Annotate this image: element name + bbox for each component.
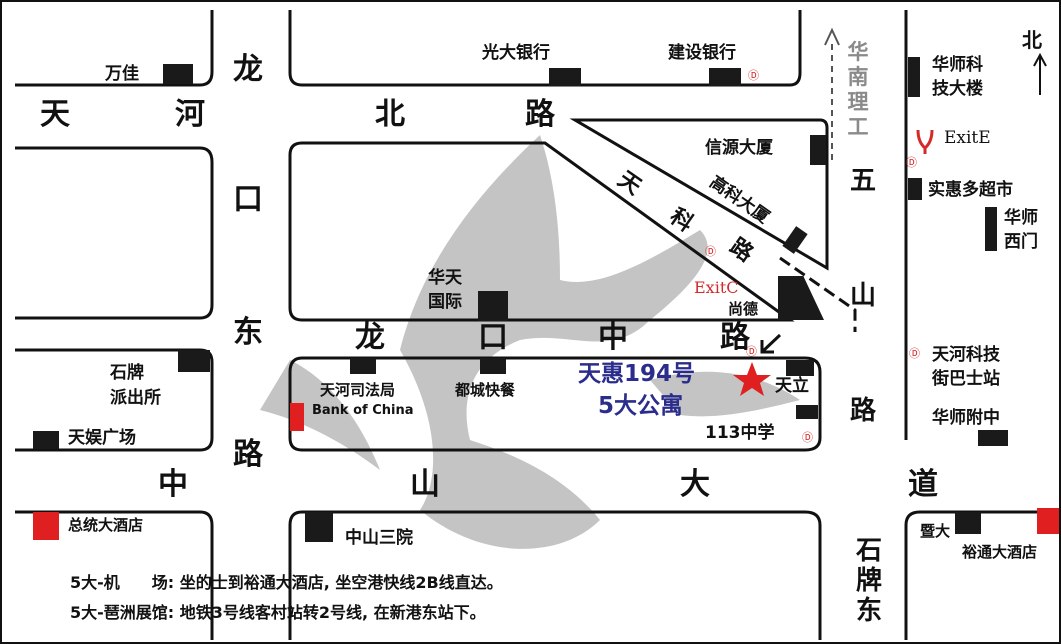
wanjia-building	[163, 64, 193, 84]
poi-huatian-2: 国际	[428, 292, 462, 312]
road-wushan-char-1: 五	[850, 166, 877, 196]
road-tianhe-north-char-4: 路	[525, 97, 555, 132]
school-113-building	[796, 405, 818, 419]
road-longkou-middle-char-3: 中	[598, 320, 628, 355]
metro-icon: Ⓓ	[906, 156, 917, 169]
poi-zhongshan-hospital: 中山三院	[345, 528, 413, 548]
direction-to-airport: 5大-机 场: 坐的士到裕通大酒店, 坐空港快线2B线直达。	[70, 573, 503, 592]
poi-huashi-tech-2: 技大楼	[932, 79, 983, 99]
huashi-high-building	[978, 430, 1008, 446]
road-shipai-east-char-2: 牌	[856, 566, 883, 596]
tianli-building	[786, 360, 814, 376]
poi-shipai-police-2: 派出所	[110, 388, 161, 408]
guangda-bank-building	[549, 68, 581, 86]
poi-shipai-police-1: 石牌	[110, 363, 144, 383]
route-arrow	[760, 333, 782, 354]
zongtong-building	[33, 512, 59, 540]
poi-xinyuan: 信源大厦	[705, 138, 773, 158]
metro-icon: Ⓓ	[748, 69, 759, 82]
poi-huashi-west-2: 西门	[1004, 232, 1038, 252]
poi-tianhe-court: 天河司法局	[320, 381, 396, 399]
poi-tianli: 天立	[775, 376, 809, 396]
bank-of-china-building	[290, 403, 304, 431]
north-arrow-line	[1033, 52, 1047, 95]
road-zhongshan-avenue-char-4: 道	[908, 467, 938, 502]
destination-line-2: 5大公寓	[598, 393, 684, 419]
road-longkou-middle-char-4: 路	[720, 320, 750, 355]
yutong-building	[1037, 508, 1059, 534]
poi-tianhe-bus-2: 街巴士站	[932, 369, 1000, 389]
road-tianhe-north-char-1: 天	[40, 97, 70, 132]
road-zhongshan-avenue-char-2: 山	[410, 467, 440, 502]
poi-school-113: 113中学	[705, 423, 775, 443]
metro-icon: Ⓓ	[909, 347, 920, 360]
tianhe-court-building	[350, 358, 376, 374]
ducheng-building	[480, 358, 506, 374]
destination-star	[733, 362, 771, 396]
scut-label: 华南理工	[847, 40, 869, 139]
road-longkou-east-char-4: 路	[233, 437, 263, 472]
poi-shihui: 实惠多超市	[928, 180, 1013, 200]
road-shipai-east-char-1: 石	[856, 536, 883, 566]
road-edges	[15, 10, 1059, 640]
tianyu-building	[33, 431, 59, 449]
road-wushan-char-2: 山	[850, 281, 877, 311]
road-zhongshan-avenue-char-1: 中	[158, 467, 188, 502]
poi-guangda-bank: 光大银行	[482, 43, 550, 63]
zhongshan-hospital-building	[305, 512, 333, 542]
exit-e-logo	[916, 129, 934, 154]
road-longkou-east-char-2: 口	[233, 182, 263, 217]
metro-icon: Ⓓ	[746, 345, 757, 358]
poi-huashi-high: 华师附中	[932, 408, 1000, 428]
shipai-police-building	[178, 350, 210, 372]
road-tianhe-north-char-2: 河	[175, 97, 205, 132]
road-wushan-char-3: 路	[850, 396, 877, 426]
metro-icon: Ⓓ	[802, 431, 813, 444]
poi-yutong: 裕通大酒店	[962, 543, 1038, 561]
walking-route	[779, 256, 857, 332]
poi-huatian-1: 华天	[428, 268, 462, 288]
poi-huashi-west-1: 华师	[1004, 208, 1038, 228]
poi-jinan: 暨大	[920, 522, 951, 540]
jianshe-bank-building	[709, 68, 741, 86]
shihui-building	[908, 178, 922, 200]
road-tianhe-north-char-3: 北	[375, 97, 405, 132]
road-longkou-east-char-3: 东	[233, 315, 263, 350]
poi-zongtong: 总统大酒店	[68, 516, 144, 534]
metro-icon: Ⓓ	[705, 245, 716, 258]
xinyuan-building	[810, 135, 826, 165]
poi-jianshe-bank: 建设银行	[668, 43, 736, 63]
road-longkou-middle-char-1: 龙	[355, 320, 385, 355]
poi-huashi-tech-1: 华师科	[932, 55, 983, 75]
poi-ducheng: 都城快餐	[455, 381, 516, 399]
poi-wanjia: 万佳	[105, 64, 139, 84]
huatian-building	[478, 291, 508, 321]
direction-to-pazhou: 5大-琶洲展馆: 地铁3号线客村站转2号线, 在新港东站下。	[70, 603, 486, 622]
poi-tianhe-bus-1: 天河科技	[932, 345, 1000, 365]
poi-exit-c: ExitC	[694, 278, 739, 297]
huashi-tech-building	[908, 57, 920, 97]
huashi-west-building	[985, 207, 997, 251]
road-longkou-east-char-1: 龙	[233, 52, 263, 87]
poi-shangde: 尚德	[728, 300, 759, 318]
poi-tianyu: 天娱广场	[68, 428, 136, 448]
road-shipai-east-char-3: 东	[856, 596, 883, 626]
road-longkou-middle-char-2: 口	[478, 320, 508, 355]
poi-exit-e: ExitE	[944, 128, 991, 148]
poi-bank-of-china: Bank of China	[312, 403, 414, 418]
road-zhongshan-avenue-char-3: 大	[680, 467, 710, 502]
jinan-building	[955, 512, 981, 534]
scut-arrow-head	[824, 27, 840, 46]
north-label: 北	[1022, 28, 1042, 52]
destination-line-1: 天惠194号	[578, 361, 696, 387]
